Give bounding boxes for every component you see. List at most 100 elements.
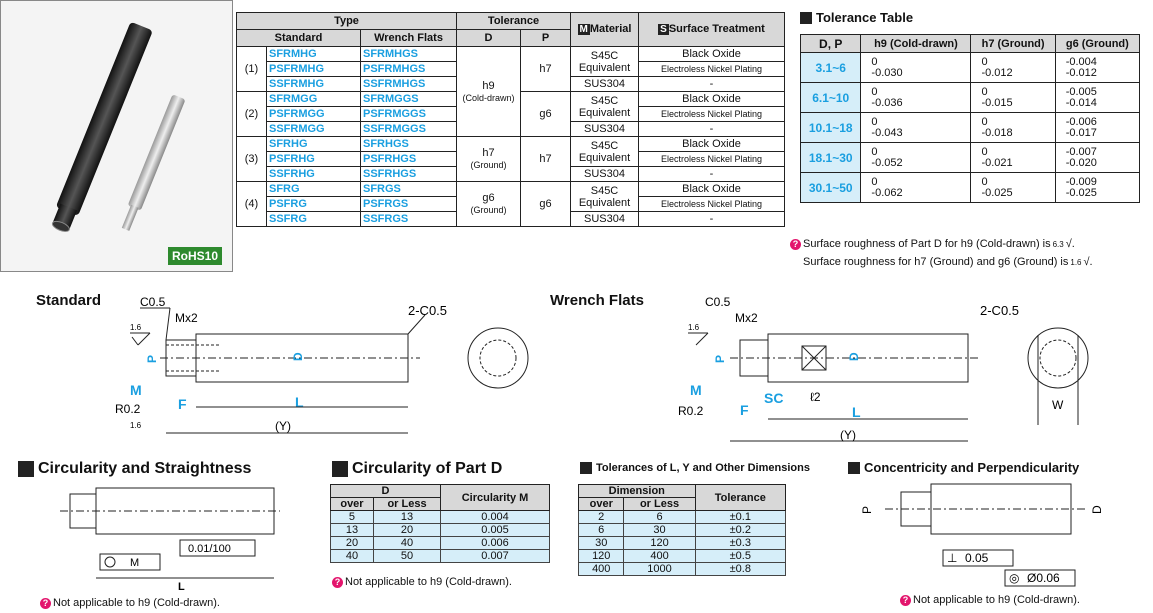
std-part[interactable]: SFRMHG [266, 46, 361, 62]
f-label: F [178, 396, 187, 412]
sc-label: SC [764, 390, 783, 406]
m-label-2: M [690, 382, 702, 398]
f-label-2: F [740, 402, 749, 418]
std-part[interactable]: SSFRMGG [266, 121, 361, 137]
svg-text:⊥: ⊥ [947, 551, 957, 565]
col-type: Type [236, 12, 457, 30]
circ-straight-note: ?Not applicable to h9 (Cold-drawn). [40, 597, 220, 609]
tol-header: h9 (Cold-drawn) [860, 34, 972, 53]
std-part[interactable]: PSFRHG [266, 151, 361, 167]
conc-p-label: P [860, 506, 874, 514]
std-part[interactable]: SSFRG [266, 211, 361, 227]
circ-d-title: Circularity of Part D [332, 460, 502, 478]
mx2-label: Mx2 [175, 311, 198, 325]
two-c05-label-2: 2-C0.5 [980, 303, 1019, 318]
l2-label: ℓ2 [810, 390, 821, 404]
shaft-photo-icon [51, 22, 185, 232]
tol-header: h7 (Ground) [970, 34, 1056, 53]
m-label: M [130, 382, 142, 398]
standard-drawing: C0.5 Mx2 2-C0.5 1.6 P D M F L R0.2 (Y) 1… [115, 295, 529, 434]
y-label-2: (Y) [840, 428, 856, 442]
conc-d-label: D [1090, 505, 1104, 514]
wrench-drawing: C0.5 Mx2 2-C0.5 1.6 P D M SC ℓ2 F L R0.2… [678, 295, 1089, 442]
perp-value: 0.05 [965, 551, 989, 565]
l-label: L [295, 394, 304, 410]
l-label-2: L [852, 404, 861, 420]
tol-dims-title: Tolerances of L, Y and Other Dimensions [580, 462, 810, 474]
svg-text:◎: ◎ [1009, 571, 1019, 585]
p-label: P [145, 355, 159, 363]
wf-part[interactable]: SFRGS [360, 181, 457, 197]
conc-value: Ø0.06 [1027, 571, 1060, 585]
circ-l-label: L [178, 581, 185, 590]
std-part[interactable]: PSFRMHG [266, 61, 361, 77]
wf-part[interactable]: PSFRHGS [360, 151, 457, 167]
std-part[interactable]: SFRHG [266, 136, 361, 152]
std-part[interactable]: SSFRMHG [266, 76, 361, 92]
tol-header: g6 (Ground) [1054, 34, 1141, 53]
wf-part[interactable]: SFRMGGS [360, 91, 457, 107]
circ-m-label: M [130, 557, 139, 569]
rohs-badge: RoHS10 [168, 247, 223, 265]
conc-perp-drawing: P D ⊥ 0.05 ◎ Ø0.06 [860, 483, 1104, 587]
std-part[interactable]: PSFRG [266, 196, 361, 212]
std-part[interactable]: SFRMGG [266, 91, 361, 107]
roughness-note-1: ?Surface roughness of Part D for h9 (Col… [790, 238, 1075, 250]
wf-part[interactable]: SSFRGS [360, 211, 457, 227]
wf-part[interactable]: SFRHGS [360, 136, 457, 152]
c05-label: C0.5 [140, 295, 166, 309]
rough-label: 1.6 [130, 323, 142, 332]
wf-part[interactable]: PSFRMHGS [360, 61, 457, 77]
wf-part[interactable]: SSFRMHGS [360, 76, 457, 92]
wf-part[interactable]: SSFRHGS [360, 166, 457, 182]
col-d: D [456, 29, 521, 47]
y-label: (Y) [275, 419, 291, 433]
col-p: P [520, 29, 571, 47]
col-standard: Standard [236, 29, 361, 47]
d-label: D [291, 352, 305, 361]
std-part[interactable]: SSFRHG [266, 166, 361, 182]
mx2-label-2: Mx2 [735, 311, 758, 325]
col-tolerance: Tolerance [456, 12, 571, 30]
wf-part[interactable]: PSFRGS [360, 196, 457, 212]
wf-part[interactable]: SFRMHGS [360, 46, 457, 62]
col-wrench: Wrench Flats [360, 29, 457, 47]
std-part[interactable]: PSFRMGG [266, 106, 361, 122]
wf-part[interactable]: PSFRMGGS [360, 106, 457, 122]
rough-label-3: 1.6 [688, 323, 700, 332]
std-part[interactable]: SFRG [266, 181, 361, 197]
circ-d-note: ?Not applicable to h9 (Cold-drawn). [332, 576, 512, 588]
conc-perp-title: Concentricity and Perpendicularity [848, 460, 1079, 475]
straightness-value: 0.01/100 [188, 543, 231, 555]
p-label-2: P [713, 355, 727, 363]
wf-part[interactable]: SSFRMGGS [360, 121, 457, 137]
